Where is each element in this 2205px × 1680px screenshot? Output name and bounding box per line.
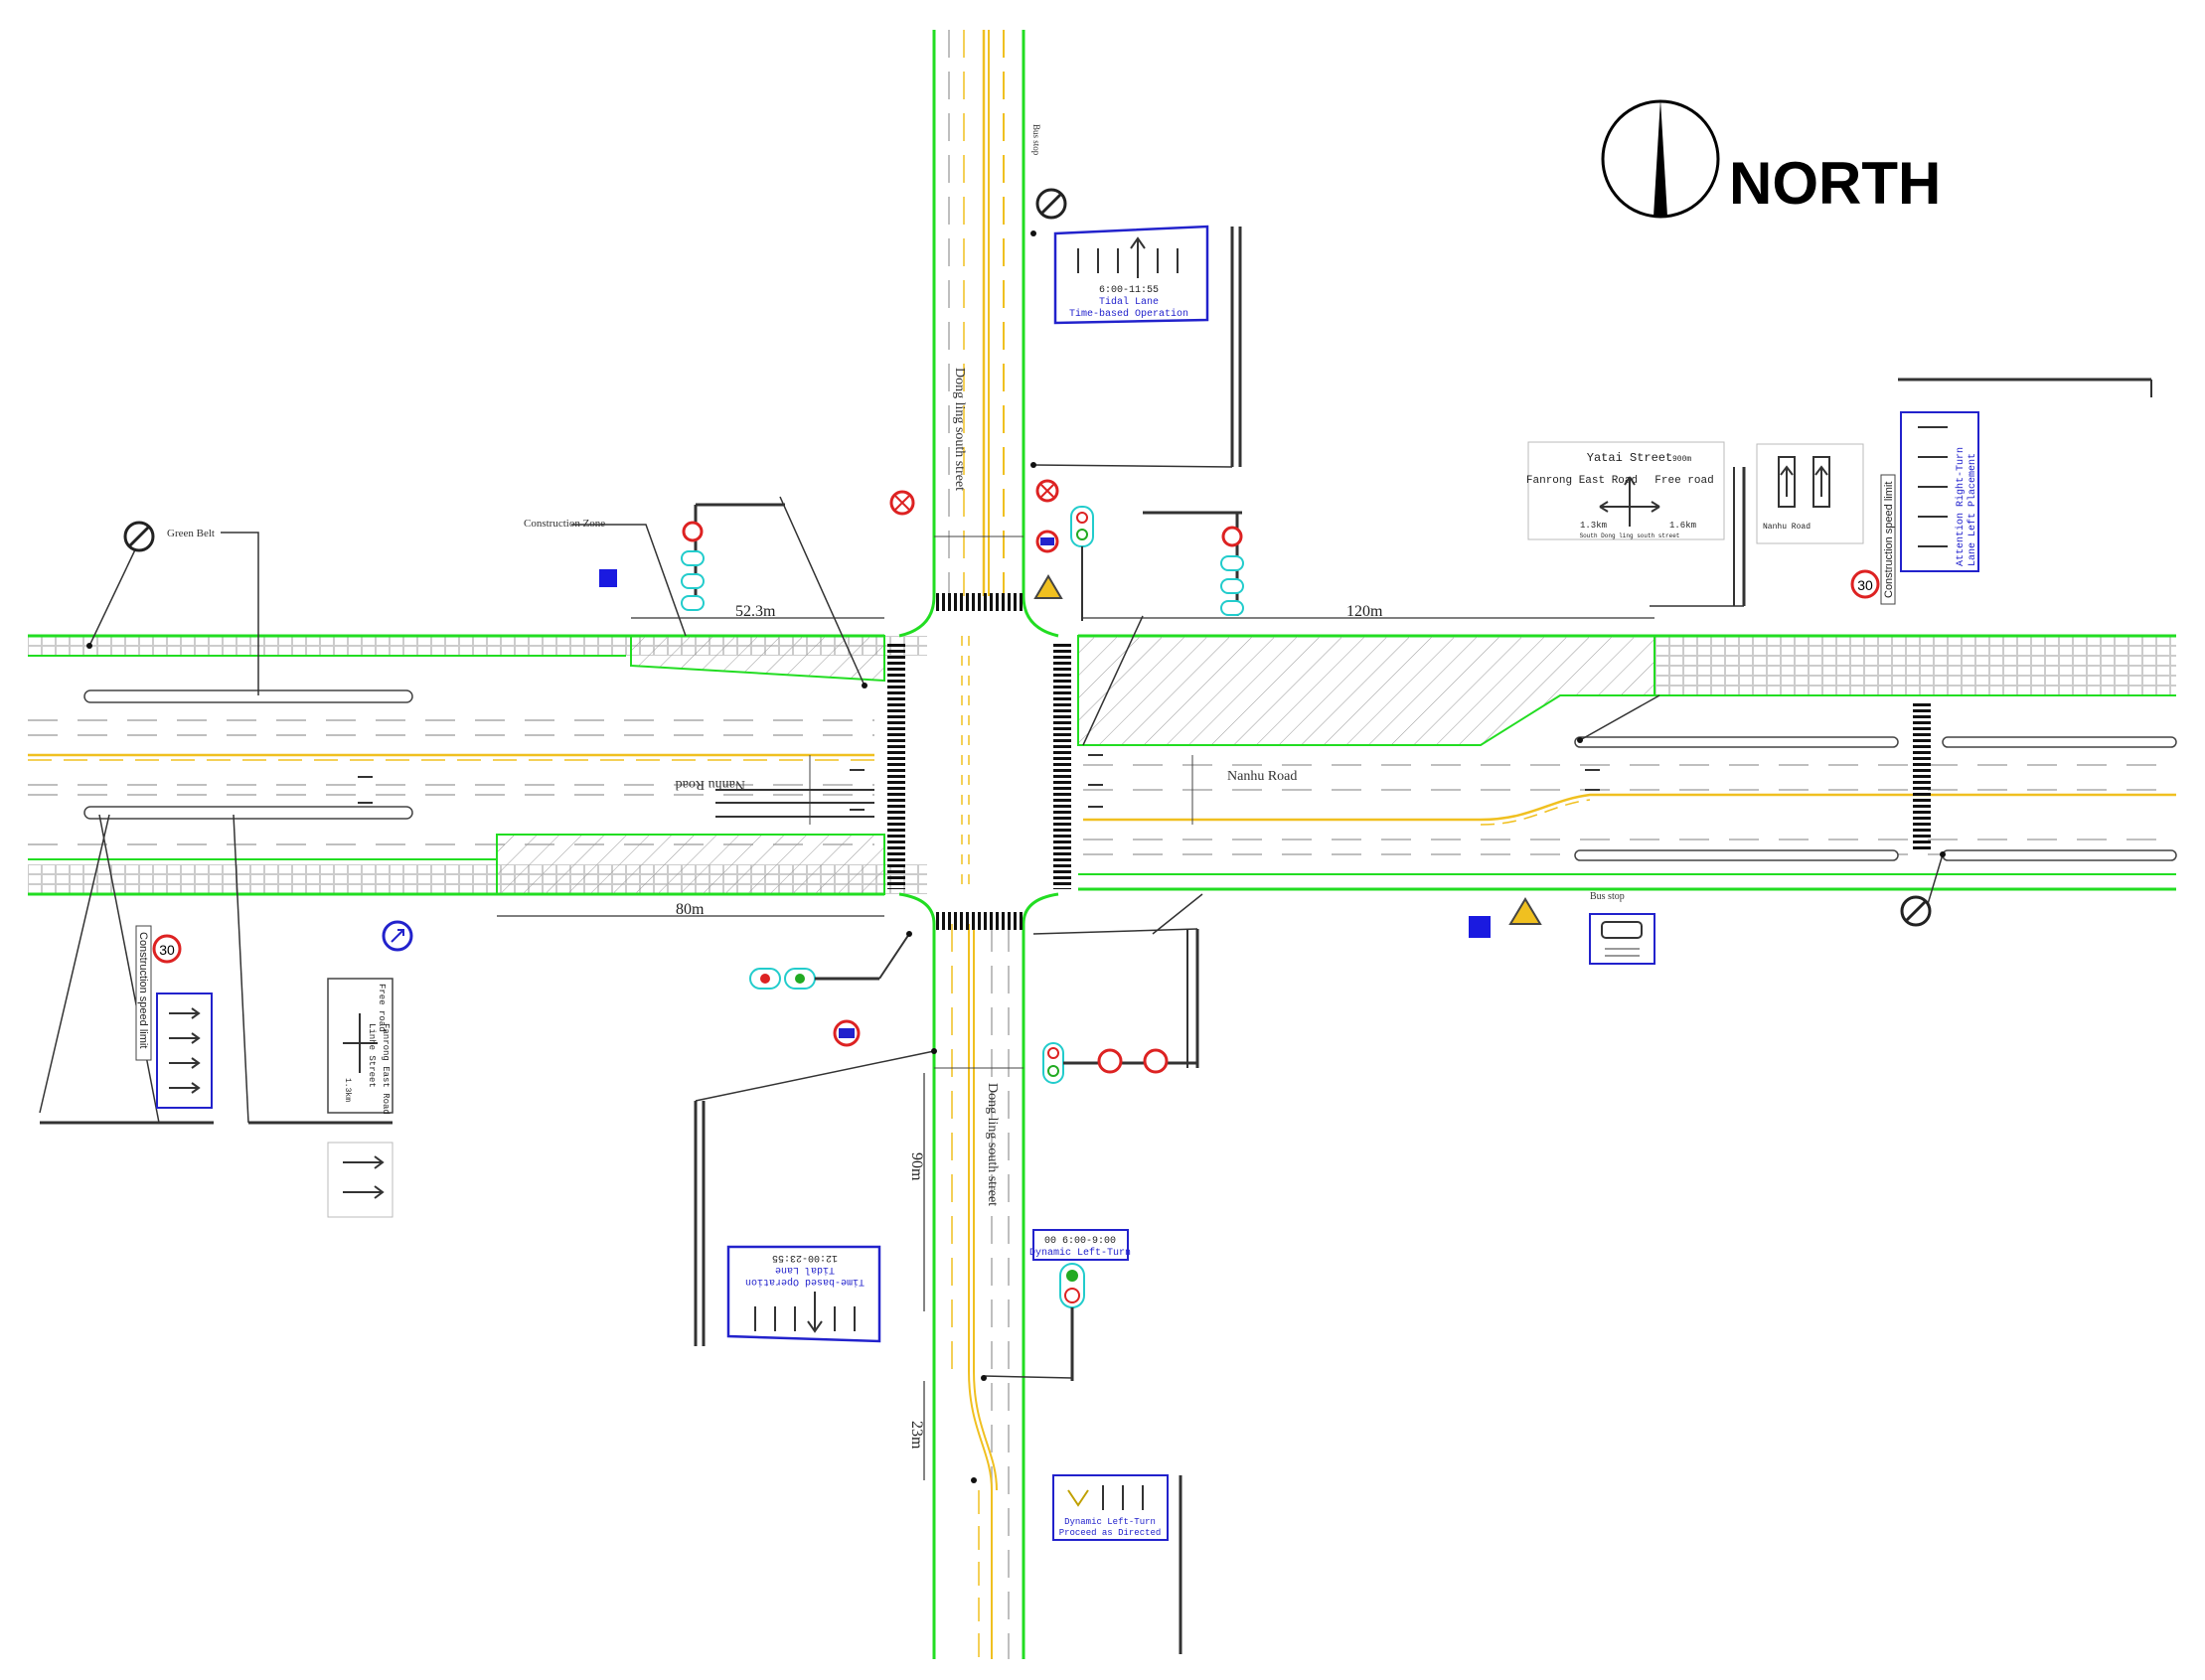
crosswalk-south — [934, 912, 1024, 930]
road-name-ew-east: Nanhu Road — [1227, 769, 1297, 784]
no-car-icon-northeast — [1035, 530, 1059, 553]
construction-speed-limit-text: Construction speed limit — [137, 932, 149, 1048]
guide-east-top: Yatai Street — [1587, 451, 1672, 465]
lane-sign-west — [40, 993, 214, 1125]
tidal-north-line1: Tidal Lane — [1099, 296, 1159, 308]
tidal-south-time: 12:00-23:55 — [772, 1252, 838, 1263]
road-name-ns-north: Dong ling south street — [952, 368, 967, 491]
no-parking-icon-west — [123, 521, 155, 552]
tidal-north-line2: Time-based Operation — [1069, 308, 1188, 320]
guide-east-bottom: South Dong ling south street — [1580, 533, 1680, 539]
lane-arrows-east — [1088, 754, 1600, 808]
crosswalk-west — [887, 641, 905, 889]
dynamic-left-label: Dynamic Left-Turn — [1029, 1247, 1131, 1259]
tidal-north-time: 6:00-11:55 — [1099, 285, 1159, 296]
guide-east-right-dist: 1.6km — [1669, 521, 1696, 531]
no-entry-icon-north — [889, 490, 915, 516]
compass-label: NORTH — [1729, 150, 1941, 217]
crosswalk-east-far — [1913, 700, 1931, 849]
speed-limit-value: 30 — [159, 942, 175, 958]
guide-sign-east: Yatai Street 900m Fanrong East Road Free… — [1526, 441, 1746, 607]
dimensions — [497, 617, 1654, 1480]
tidal-south-line1: Tidal Lane — [775, 1264, 835, 1276]
warning-triangle-icon-north — [1033, 574, 1063, 599]
guide-east-top-dist: 900m — [1672, 455, 1691, 464]
signal-pole-sw — [749, 933, 910, 990]
speed-limit-value-east: 30 — [1857, 577, 1873, 593]
road-name-ew-west: Nanhu Road — [676, 777, 745, 792]
label-bus-stop: Bus stop — [1590, 891, 1625, 902]
label-bus-stop-north: Bus stop — [1031, 124, 1041, 156]
dynamic-left-bottom-line1: Dynamic Left-Turn — [1064, 1517, 1156, 1527]
guide-east-right: Free road — [1654, 475, 1713, 487]
dim-south-lower: 23m — [908, 1421, 925, 1450]
dynamic-left-bottom-line2: Proceed as Directed — [1059, 1528, 1162, 1538]
no-car-icon-south — [833, 1019, 861, 1047]
ns-road — [809, 30, 1193, 1659]
construction-speed-limit-sign-west: Construction speed limit — [135, 925, 152, 1061]
label-construction-zone: Construction Zone — [524, 518, 605, 530]
leader-lines — [39, 496, 1944, 1124]
dim-west-construction: 52.3m — [735, 603, 776, 620]
guide-west-dist: 1.3km — [343, 1078, 352, 1102]
blue-marker-icon-east — [1469, 916, 1491, 938]
construction-speed-limit-text-east: Construction speed limit — [1883, 482, 1895, 598]
signal-pole-ne — [1143, 511, 1244, 616]
warning-triangle-icon-east — [1508, 897, 1542, 925]
dynamic-left-turn-sign: 00 6:00-9:00 Dynamic Left-Turn — [983, 1229, 1131, 1381]
guide-east-left: Fanrong East Road — [1526, 475, 1638, 487]
lane-sign-east-label: Nanhu Road — [1763, 523, 1811, 532]
guide-west-line2: Linhe Street — [367, 1023, 377, 1088]
attention-line2: Lane Left Placement — [1967, 453, 1978, 566]
dim-east: 120m — [1346, 603, 1383, 620]
no-entry-icon-northeast — [1035, 479, 1059, 503]
crosswalk-north — [934, 593, 1024, 611]
guide-east-left-dist: 1.3km — [1580, 521, 1607, 531]
construction-zones — [496, 635, 1655, 895]
tidal-south-line2: Time-based Operation — [745, 1276, 865, 1288]
no-parking-icon-east — [1900, 895, 1932, 927]
signal-pedestrian-ne — [1070, 506, 1094, 621]
crosswalk-east — [1053, 641, 1071, 889]
dim-west-bottom: 80m — [676, 901, 705, 918]
lane-sign-east: Nanhu Road — [1756, 443, 1864, 544]
road-name-ns-south: Dong ling south street — [985, 1083, 1000, 1206]
bus-icon — [1601, 921, 1643, 939]
tidal-lane-sign-south: Time-based Operation Tidal Lane 12:00-23… — [694, 1050, 935, 1346]
speed-limit-sign-west: 30 — [152, 934, 182, 964]
compass-needle-icon — [1654, 99, 1667, 217]
blue-marker-icon — [599, 569, 617, 587]
dynamic-left-time: 00 6:00-9:00 — [1044, 1236, 1116, 1247]
attention-line1: Attention Right-Turn — [1955, 447, 1967, 566]
attention-right-turn-sign: Attention Right-Turn Lane Left Placement — [1898, 378, 2152, 572]
guide-west-line1: Free road — [377, 984, 387, 1032]
no-parking-icon-north — [1035, 188, 1067, 220]
pole-base-markers — [86, 230, 1946, 1483]
tidal-lane-sign-north: 6:00-11:55 Tidal Lane Time-based Operati… — [1032, 225, 1242, 468]
signal-pole-nw — [681, 503, 785, 611]
turn-arrow-icon-west — [382, 920, 413, 952]
guide-sign-west: Free road Linhe Street Fanrong East Road… — [248, 978, 394, 1218]
north-compass: NORTH — [1601, 99, 1941, 219]
label-green-belt: Green Belt — [167, 528, 215, 539]
lane-arrows-west — [358, 769, 874, 818]
dynamic-left-turn-sign-bottom: Dynamic Left-Turn Proceed as Directed — [1052, 1474, 1182, 1654]
signal-pole-se — [1032, 928, 1199, 1084]
guide-west-line3: Fanrong East Road — [381, 1023, 391, 1115]
dim-south-upper: 90m — [908, 1152, 925, 1181]
bus-stop-sign — [1589, 913, 1655, 965]
speed-limit-sign-east: 30 — [1850, 569, 1880, 599]
construction-speed-limit-sign-east: Construction speed limit — [1880, 474, 1896, 605]
